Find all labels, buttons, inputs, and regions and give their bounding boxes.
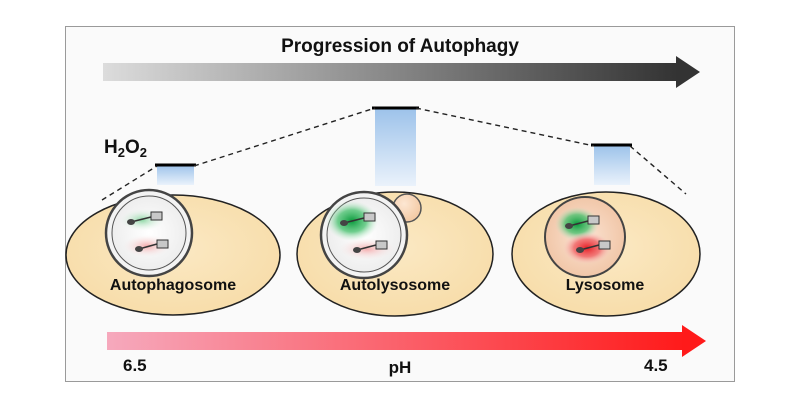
h2o2-label: H2O2: [104, 137, 147, 160]
h2o2-bar-autolysosome: [372, 106, 419, 186]
diagram-title: Progression of Autophagy: [281, 36, 519, 57]
ph-axis-label: pH: [388, 358, 412, 377]
probe-icon: [576, 240, 611, 253]
h2o2-bar-autophagosome: [155, 163, 196, 185]
probe-icon: [135, 239, 169, 252]
cell-lysosome: [511, 191, 701, 317]
label-autolysosome: Autolysosome: [339, 277, 451, 294]
probe-icon: [340, 212, 376, 226]
label-autophagosome: Autophagosome: [109, 277, 237, 294]
ph-end-value: 4.5: [644, 356, 668, 375]
dashed-connectors: [101, 107, 687, 201]
ph-arrow: [107, 325, 706, 357]
probe-icon: [565, 215, 600, 229]
h2o2-bar-lysosome: [591, 143, 632, 185]
ph-start-value: 6.5: [123, 356, 147, 375]
cell-autolysosome: [296, 190, 494, 317]
probe-icon: [127, 211, 163, 225]
cell-autophagosome: [65, 188, 281, 316]
progression-arrow: [103, 56, 700, 88]
probe-icon: [353, 240, 388, 253]
label-lysosome: Lysosome: [565, 277, 645, 294]
